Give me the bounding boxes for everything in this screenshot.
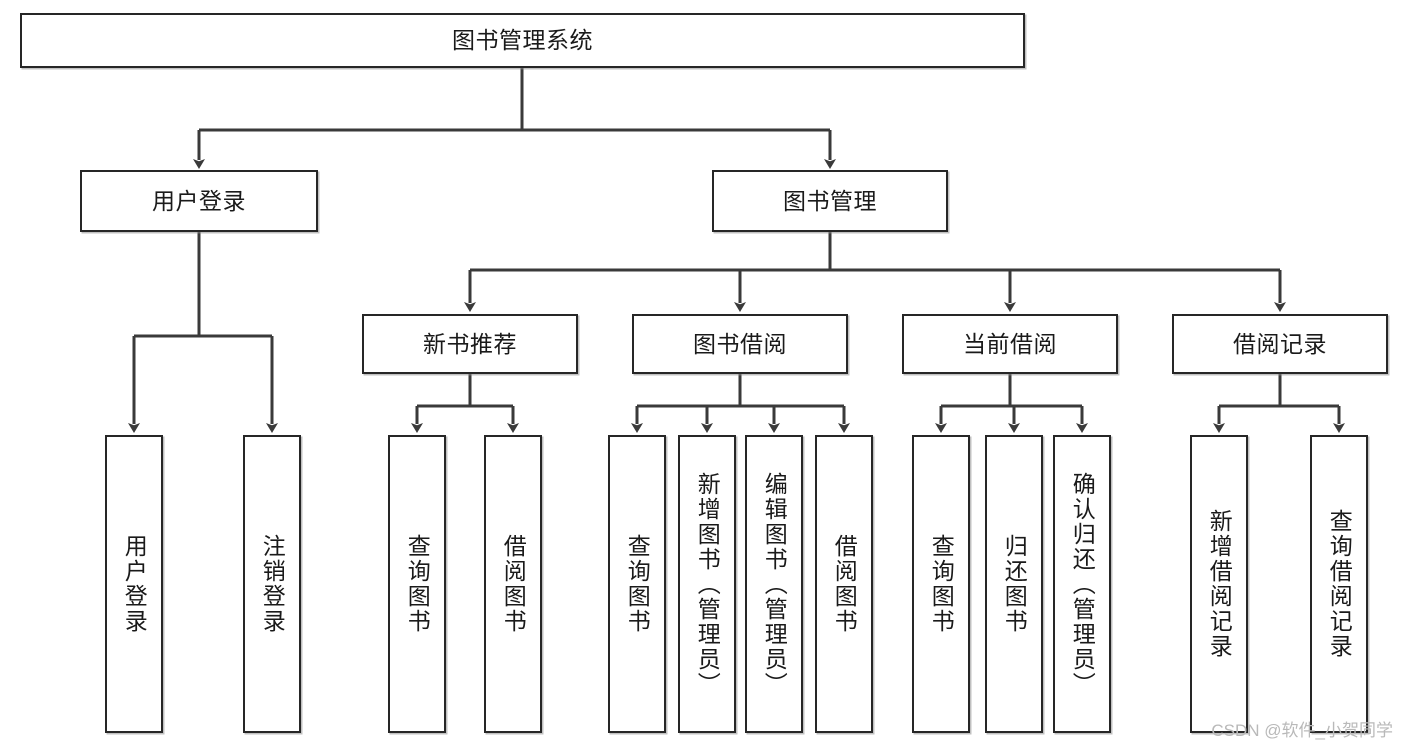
node-leaf-confirm-return[interactable]: 确认归还（管理员） <box>1053 435 1111 733</box>
node-label: 查询图书 <box>624 534 651 634</box>
node-label: 图书管理系统 <box>452 27 593 54</box>
edges-newbook-to-leaves <box>411 374 519 433</box>
node-root-system[interactable]: 图书管理系统 <box>20 13 1025 68</box>
node-borrow-record[interactable]: 借阅记录 <box>1172 314 1388 374</box>
node-label: 图书借阅 <box>693 330 787 357</box>
edges-bookmanage-to-level3 <box>464 232 1286 312</box>
edges-borrowrecord-to-leaves <box>1213 374 1345 433</box>
node-book-manage[interactable]: 图书管理 <box>712 170 948 232</box>
node-label: 归还图书 <box>1001 534 1028 634</box>
node-leaf-add-record[interactable]: 新增借阅记录 <box>1190 435 1248 733</box>
node-leaf-query-book-3[interactable]: 查询图书 <box>912 435 970 733</box>
node-label: 当前借阅 <box>963 330 1057 357</box>
node-label: 借阅图书 <box>500 534 527 634</box>
node-label: 查询图书 <box>928 534 955 634</box>
node-label: 编辑图书（管理员） <box>761 471 788 697</box>
node-leaf-query-book-1[interactable]: 查询图书 <box>388 435 446 733</box>
edges-currentborrow-to-leaves <box>935 374 1088 433</box>
node-leaf-edit-book[interactable]: 编辑图书（管理员） <box>745 435 803 733</box>
node-label: 确认归还（管理员） <box>1069 471 1096 697</box>
node-leaf-query-record[interactable]: 查询借阅记录 <box>1310 435 1368 733</box>
edges-userlogin-to-leaves <box>128 232 278 433</box>
node-leaf-query-book-2[interactable]: 查询图书 <box>608 435 666 733</box>
node-current-borrow[interactable]: 当前借阅 <box>902 314 1118 374</box>
node-label: 用户登录 <box>152 187 246 214</box>
node-leaf-return-book[interactable]: 归还图书 <box>985 435 1043 733</box>
node-new-book-recommend[interactable]: 新书推荐 <box>362 314 578 374</box>
node-label: 借阅记录 <box>1233 330 1327 357</box>
node-label: 用户登录 <box>121 534 148 634</box>
edges-bookborrow-to-leaves <box>631 374 850 433</box>
node-leaf-borrow-book-2[interactable]: 借阅图书 <box>815 435 873 733</box>
node-label: 查询借阅记录 <box>1326 509 1353 659</box>
node-label: 查询图书 <box>404 534 431 634</box>
node-leaf-user-login[interactable]: 用户登录 <box>105 435 163 733</box>
node-book-borrow[interactable]: 图书借阅 <box>632 314 848 374</box>
node-label: 新增图书（管理员） <box>694 471 721 697</box>
node-label: 新增借阅记录 <box>1206 509 1233 659</box>
node-label: 注销登录 <box>259 534 286 634</box>
node-leaf-add-book[interactable]: 新增图书（管理员） <box>678 435 736 733</box>
node-label: 新书推荐 <box>423 330 517 357</box>
node-leaf-borrow-book-1[interactable]: 借阅图书 <box>484 435 542 733</box>
node-label: 图书管理 <box>783 187 877 214</box>
node-leaf-user-logout[interactable]: 注销登录 <box>243 435 301 733</box>
edges-root-to-level2 <box>193 68 836 169</box>
node-label: 借阅图书 <box>831 534 858 634</box>
node-user-login[interactable]: 用户登录 <box>80 170 318 232</box>
